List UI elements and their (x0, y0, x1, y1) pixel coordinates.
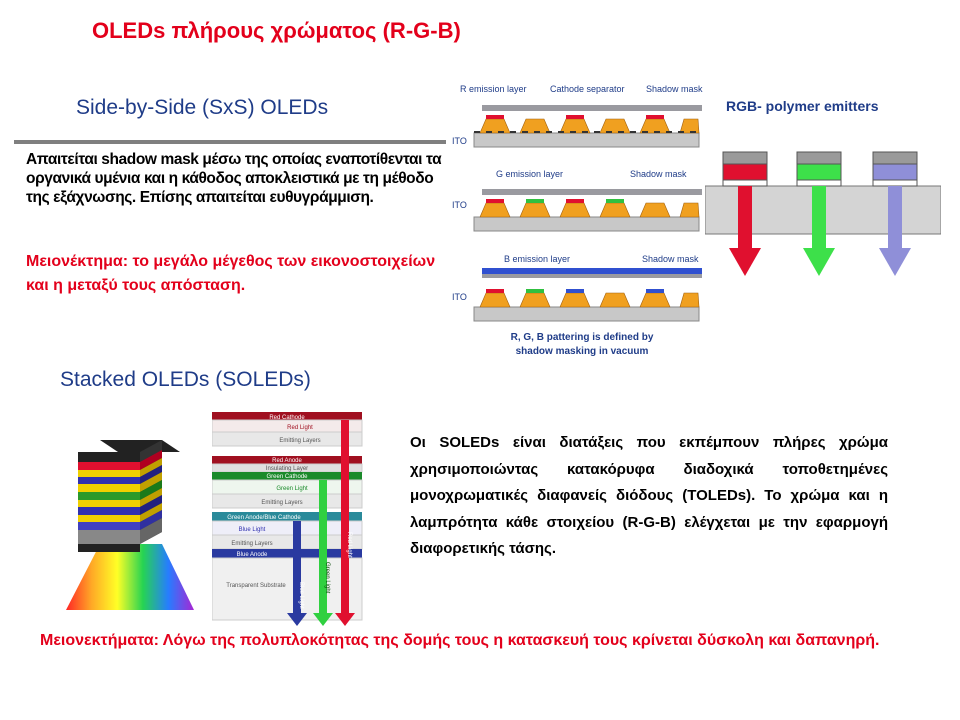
shadow-mask-label-2: Shadow mask (630, 169, 687, 179)
green-light-arrow (313, 480, 333, 626)
ito-label-3: ITO (452, 292, 467, 302)
layer-label: Emitting Layers (231, 541, 272, 547)
sxs-disadvantage: Μειονέκτημα: το μεγάλο μέγεθος των εικον… (26, 253, 436, 294)
blue-light-arrow (287, 521, 307, 626)
sxs-heading: Side-by-Side (SxS) OLEDs (76, 96, 329, 119)
cathode-separator-label: Cathode separator (550, 84, 625, 94)
red-light-arrow-label: Red Light (346, 532, 352, 558)
layer-label: Red Light (287, 425, 313, 431)
shadow-mask-diagram: R emission layer Cathode separator Shado… (452, 84, 703, 357)
r-emission-panel (473, 105, 702, 148)
soleds-description: Οι SOLEDs είναι διατάξεις που εκπέμπουν … (410, 434, 888, 557)
layer-label: Insulating Layer (266, 466, 308, 472)
green-emitter (796, 151, 842, 276)
shadow-mask-label: Shadow mask (646, 84, 703, 94)
stack-front-face (78, 452, 140, 552)
shadow-mask-label-3: Shadow mask (642, 254, 699, 264)
g-emission-panel (473, 189, 702, 232)
r-emission-label: R emission layer (460, 84, 527, 94)
blue-light-arrow-label: Blue Light (298, 582, 304, 609)
g-emission-label: G emission layer (496, 169, 563, 179)
b-emission-label: B emission layer (504, 254, 570, 264)
soled-layer-diagram: Red Cathode Red Light Emitting Layers Re… (212, 412, 363, 626)
layer-label: Red Anode (272, 458, 302, 464)
layer-label: Green Cathode (266, 474, 308, 480)
layer-label: Emitting Layers (279, 438, 320, 444)
layer-label: Emitting Layers (261, 500, 302, 506)
rgb-polymer-label: RGB- polymer emitters (726, 98, 879, 114)
stacked-oled-illustration (66, 440, 194, 610)
soleds-disadvantage: Μειονεκτήματα: Λόγω της πολυπλοκότητας τ… (40, 632, 880, 649)
section-divider (14, 140, 446, 144)
caption-line-2: shadow masking in vacuum (516, 346, 649, 357)
layer-label: Blue Anode (237, 552, 268, 558)
stacked-heading: Stacked OLEDs (SOLEDs) (60, 368, 311, 391)
sxs-body-text: Απαιτείται shadow mask μέσω της οποίας ε… (26, 151, 442, 206)
caption-line-1: R, G, B pattering is defined by (511, 332, 654, 343)
layer-label: Blue Light (239, 527, 266, 533)
layer-label: Transparent Substrate (226, 583, 286, 589)
layer-red-cathode (212, 412, 362, 420)
rgb-polymer-diagram (705, 151, 941, 276)
ito-label-2: ITO (452, 200, 467, 210)
slide-title: OLEDs πλήρους χρώματος (R-G-B) (92, 18, 461, 43)
blue-emitter (872, 151, 918, 276)
red-emitter (722, 151, 768, 276)
b-emission-panel (473, 268, 702, 322)
green-light-arrow-label: Green Light (324, 562, 330, 594)
layer-label: Green Light (276, 486, 308, 492)
ito-label: ITO (452, 136, 467, 146)
layer-label: Green Anode/Blue Cathode (227, 515, 301, 521)
layer-label: Red Cathode (269, 415, 305, 421)
red-light-arrow (335, 420, 355, 626)
stack-side-face (140, 440, 162, 544)
